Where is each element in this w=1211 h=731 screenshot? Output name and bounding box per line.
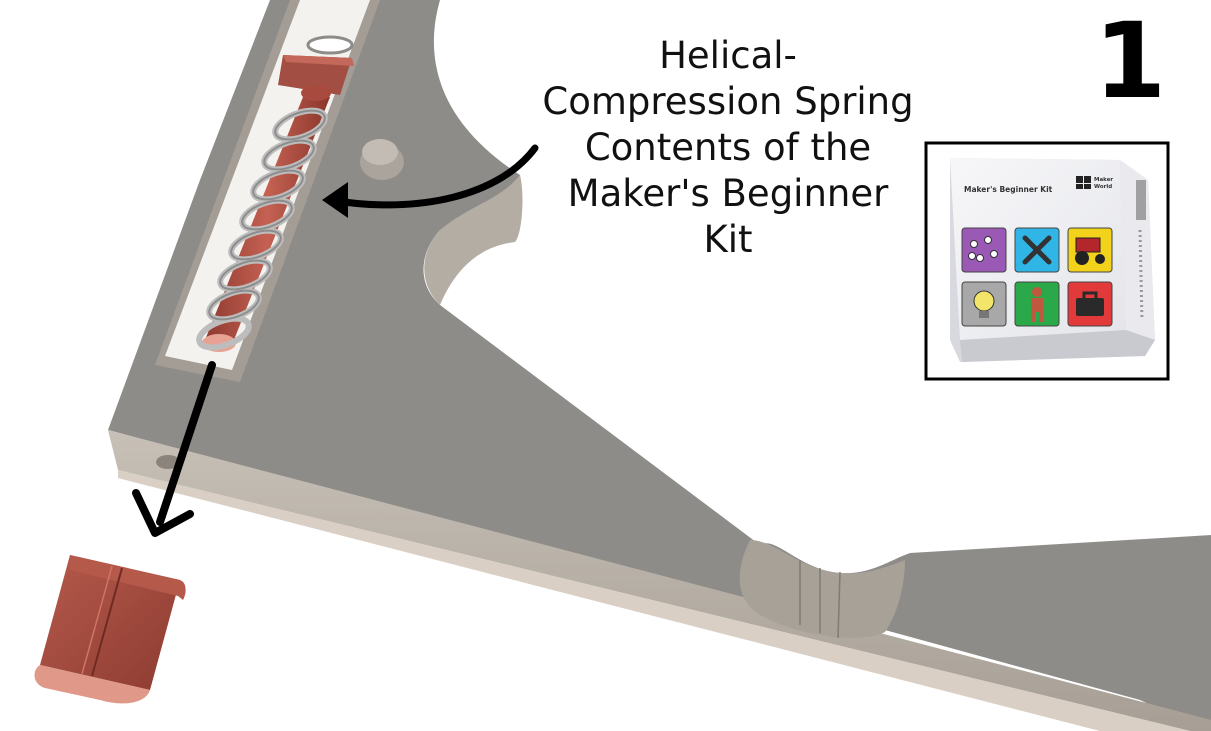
frame-top-surface [108,0,1211,731]
callout-line-4: Maker's Beginner [567,172,889,215]
callout-line-1: Helical- [659,34,797,77]
pin-hole [156,455,180,469]
removed-cap-part [34,555,186,704]
tools-icon [1022,235,1052,265]
frame-front-edge-lower [118,470,1190,731]
guide-pin [205,92,330,345]
end-stop-block [278,55,352,95]
spring-callout-text: Helical- Compression Spring Contents of … [508,33,948,263]
kit-box-inset: Maker's Beginner Kit Maker World [924,141,1170,381]
callout-line-2: Compression Spring [542,80,914,123]
kit-tile [961,227,1007,273]
callout-line-5: Kit [703,218,753,261]
parts-icon [968,236,998,262]
step-number: 1 [1093,0,1167,122]
arm-notch [739,540,905,638]
arc-cutout-face [424,175,523,305]
robot-figure-icon [1031,287,1043,322]
callout-line-3: Contents of the [584,126,872,169]
lightbulb-icon [973,290,995,318]
kit-brand-line-2: World [1094,184,1112,190]
removal-arrow [132,361,216,537]
maker-world-logo-icon [1076,176,1091,189]
callout-arrow [322,144,539,218]
kit-brand-line-1: Maker [1094,177,1113,183]
tractor-icon [1075,237,1105,265]
kit-box-title: Maker's Beginner Kit [964,185,1053,194]
toolbox-icon [1076,291,1104,316]
frame-front-edge [108,430,1211,731]
kit-box-side [1120,160,1155,340]
